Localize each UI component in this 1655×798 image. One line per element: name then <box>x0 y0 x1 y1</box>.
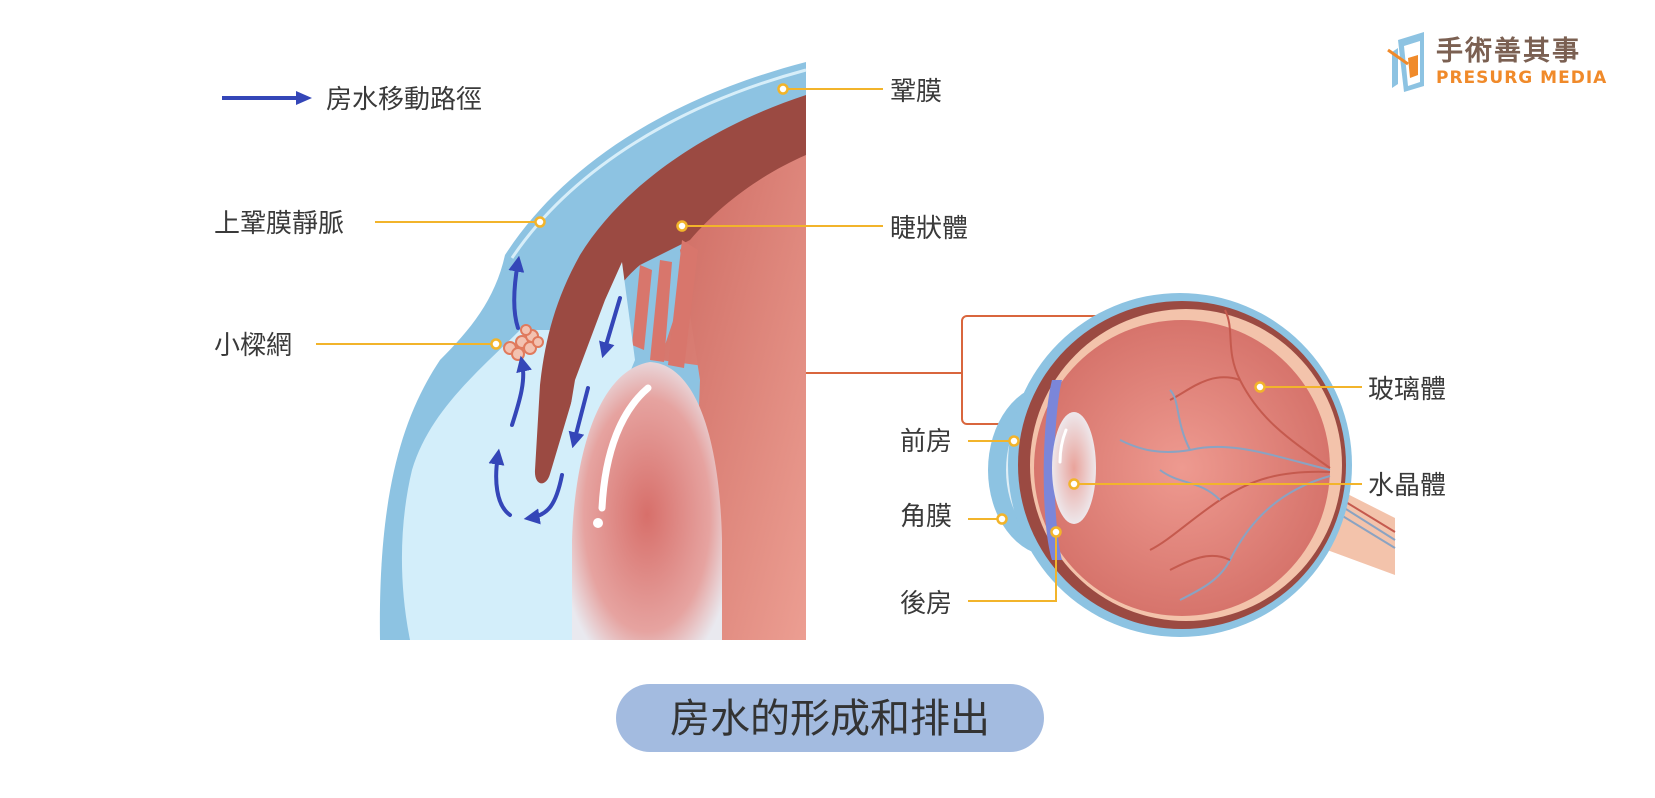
label-posterior-chamber: 後房 <box>900 589 952 619</box>
legend: 房水移動路徑 <box>222 85 482 115</box>
page-title: 房水的形成和排出 <box>670 696 990 742</box>
flow-arrow-2 <box>568 386 590 449</box>
logo-icon <box>1387 32 1424 92</box>
flow-arrow-1 <box>599 296 622 359</box>
label-sclera: 鞏膜 <box>890 77 942 107</box>
legend-label: 房水移動路徑 <box>326 85 482 115</box>
anterior-chamber-marker <box>1008 435 1020 447</box>
right-annotations: 前房 角膜 後房 玻璃體 水晶體 <box>900 375 1446 619</box>
label-anterior-chamber: 前房 <box>900 427 952 457</box>
lens-marker <box>1068 478 1080 490</box>
flow-arrow-4 <box>488 448 512 517</box>
episcleral-vein-marker <box>534 216 546 228</box>
cornea-marker <box>996 513 1008 525</box>
lens-highlight-dot <box>593 518 603 528</box>
legend-arrowhead-icon <box>296 91 312 105</box>
whole-eye-illustration <box>988 293 1396 637</box>
vitreous-marker <box>1254 381 1266 393</box>
logo-chinese: 手術善其事 <box>1436 35 1581 67</box>
trabecular-marker <box>490 338 502 350</box>
cornea-surface-highlight <box>510 68 807 259</box>
ciliary-dark-band <box>534 95 806 484</box>
title-pill <box>616 684 1044 752</box>
label-lens: 水晶體 <box>1368 471 1446 501</box>
brand-logo: 手術善其事 PRESURG MEDIA <box>1387 32 1607 92</box>
lens-small <box>1052 412 1096 524</box>
posterior-chamber-leader <box>968 532 1057 602</box>
sclera-marker <box>777 83 789 95</box>
label-trabecular-meshwork: 小樑網 <box>214 331 292 361</box>
ciliary-process-3 <box>668 240 698 368</box>
left-annotations: 鞏膜 上鞏膜靜脈 睫狀體 小樑網 <box>214 77 968 361</box>
label-episcleral-vein: 上鞏膜靜脈 <box>214 209 344 239</box>
label-vitreous-body: 玻璃體 <box>1368 375 1446 405</box>
vitreous-body-small <box>1034 320 1330 616</box>
lens-small-highlight <box>1058 428 1068 464</box>
ciliary-process-2 <box>650 260 672 362</box>
ciliary-body-marker <box>676 220 688 232</box>
posterior-chamber-marker <box>1050 526 1062 538</box>
logo-english: PRESURG MEDIA <box>1436 68 1607 88</box>
ciliary-process-1 <box>632 265 652 350</box>
label-ciliary-body: 睫狀體 <box>890 214 968 244</box>
lens-highlight <box>598 384 652 512</box>
flow-arrow-3 <box>523 473 564 525</box>
flow-arrow-5 <box>510 355 532 427</box>
lens-body <box>572 362 722 640</box>
title-badge: 房水的形成和排出 <box>616 684 1044 752</box>
angle-detail-illustration <box>379 62 807 640</box>
aqueous-flow-arrows <box>488 255 622 525</box>
flow-arrow-6 <box>508 255 525 330</box>
label-cornea: 角膜 <box>900 502 952 532</box>
